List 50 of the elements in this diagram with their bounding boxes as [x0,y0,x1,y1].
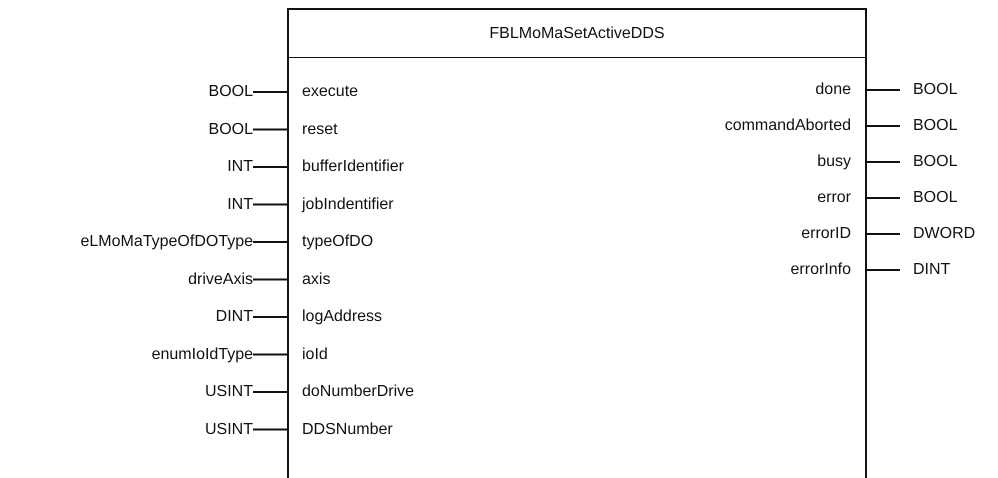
data-type-label: driveAxis [188,270,253,290]
output-pin-name: errorID [801,224,865,244]
pin-line [865,89,900,91]
input-pin-name: bufferIdentifier [287,157,404,177]
data-type-label: USINT [205,382,253,402]
pin-line [865,125,900,127]
data-type-label: DWORD [900,224,976,244]
input-pin-name: axis [287,270,330,290]
data-type-label: BOOL [208,82,253,102]
data-type-label: DINT [900,260,950,280]
output-pin-name: commandAborted [724,116,865,136]
input-pin-name: ioId [287,344,328,364]
data-type-label: INT [227,157,253,177]
input-pin-name: DDSNumber [287,420,393,440]
data-type-label: USINT [205,420,253,440]
pin-line [865,269,900,271]
data-type-label: BOOL [208,120,253,140]
pin-line [865,233,900,235]
pin-line [253,316,287,318]
pin-line [253,391,287,393]
pin-line [253,241,287,243]
data-type-label: BOOL [900,152,958,172]
output-pin-name: error [817,188,865,208]
output-pin-name: errorInfo [790,260,865,280]
data-type-label: BOOL [900,116,958,136]
pin-line [253,166,287,168]
data-type-label: BOOL [900,188,958,208]
pin-line [253,91,287,93]
input-pin-name: logAddress [287,307,382,327]
data-type-label: enumIoIdType [152,344,253,364]
input-pin-name: jobIndentifier [287,194,394,214]
input-pin-name: doNumberDrive [287,382,414,402]
data-type-label: BOOL [900,80,958,100]
pin-line [865,161,900,163]
data-type-label: eLMoMaTypeOfDOType [80,232,253,252]
data-type-label: INT [227,194,253,214]
block-title: FBLMoMaSetActiveDDS [289,10,865,58]
input-pin-name: execute [287,82,358,102]
output-pin-name: done [815,80,865,100]
function-block [287,8,867,478]
data-type-label: DINT [216,307,253,327]
input-pin-name: typeOfDO [287,232,374,252]
output-pin-name: busy [817,152,865,172]
pin-line [253,354,287,356]
pin-line [253,278,287,280]
pin-line [253,204,287,206]
input-pin-name: reset [287,120,338,140]
pin-line [865,197,900,199]
pin-line [253,428,287,430]
pin-line [253,128,287,130]
